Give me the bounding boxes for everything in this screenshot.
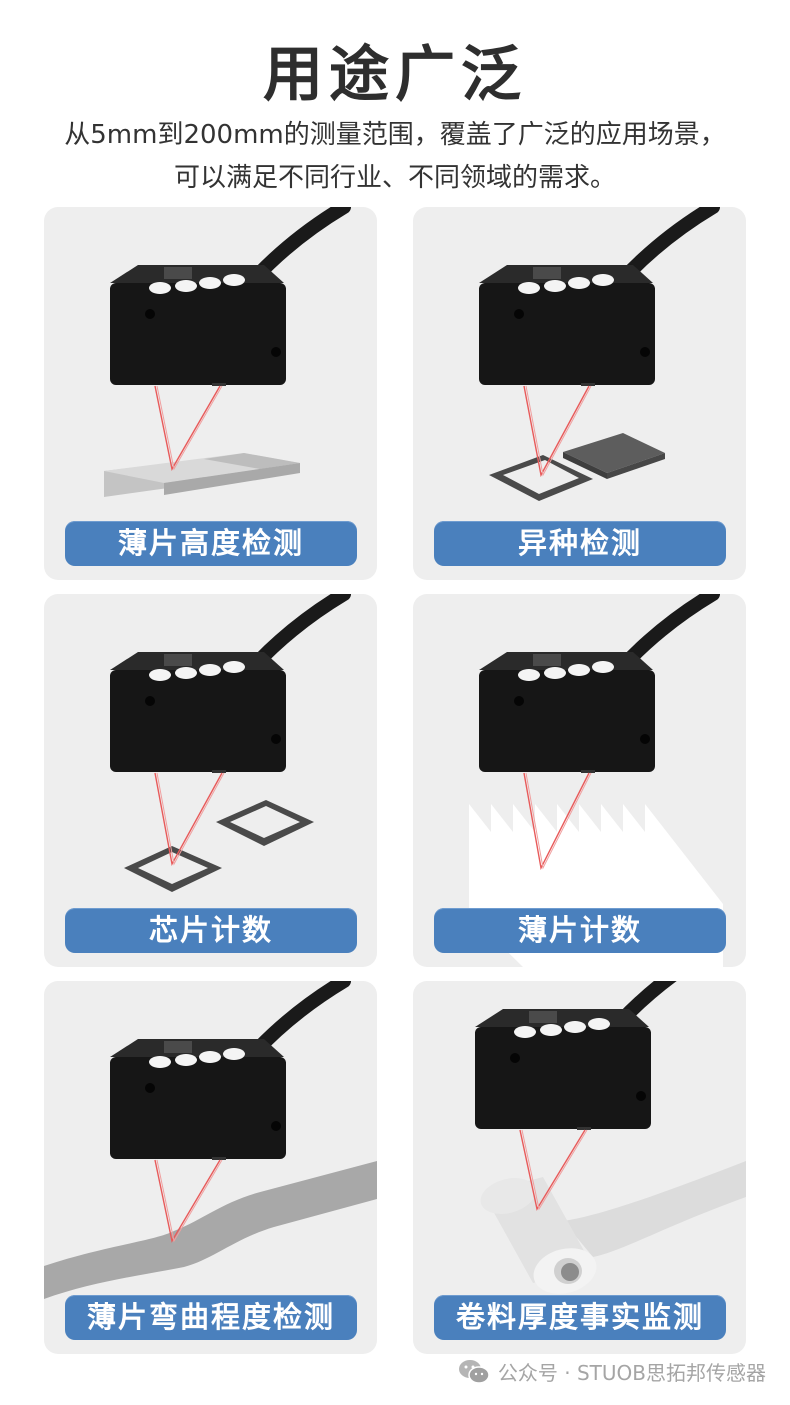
- foreign-detection-illustration: [413, 207, 746, 501]
- subtitle-line-1: 从5mm到200mm的测量范围，覆盖了广泛的应用场景，: [64, 120, 726, 150]
- card-label: 薄片高度检测: [65, 521, 357, 566]
- wechat-icon: [458, 1359, 490, 1384]
- card-label: 异种检测: [434, 521, 726, 566]
- page-title: 用途广泛: [263, 40, 527, 110]
- bend-detection-illustration: [44, 981, 377, 1299]
- footer-text: 公众号 · STUOB思拓邦传感器: [497, 1361, 766, 1385]
- application-card-bend-detection: 薄片弯曲程度检测: [44, 981, 377, 1354]
- card-label: 薄片计数: [434, 908, 726, 953]
- sheet-height-illustration: [44, 207, 377, 497]
- card-label: 芯片计数: [65, 908, 357, 953]
- subtitle-line-2: 可以满足不同行业、不同领域的需求。: [173, 163, 616, 193]
- application-card-chip-count: 芯片计数: [44, 594, 377, 967]
- application-card-sheet-height: 薄片高度检测: [44, 207, 377, 580]
- card-label: 薄片弯曲程度检测: [65, 1295, 357, 1340]
- footer-attribution: 公众号 · STUOB思拓邦传感器: [458, 1357, 766, 1386]
- application-card-foreign-detection: 异种检测: [413, 207, 746, 580]
- chip-count-illustration: [44, 594, 377, 892]
- roll-thickness-illustration: [413, 981, 746, 1294]
- application-card-sheet-count: 薄片计数: [413, 594, 746, 967]
- card-label: 卷料厚度事实监测: [434, 1295, 726, 1340]
- application-card-roll-thickness: 卷料厚度事实监测: [413, 981, 746, 1354]
